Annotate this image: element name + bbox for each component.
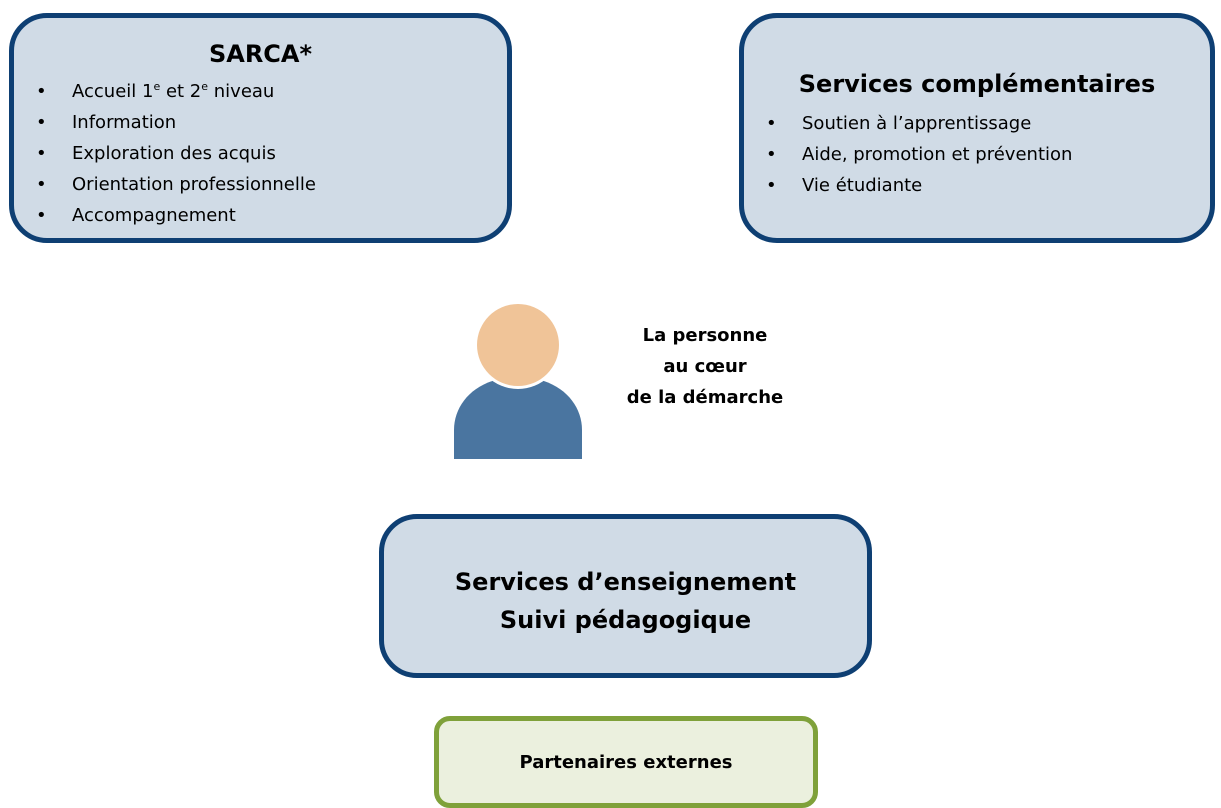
services-complementaires-box: Services complémentaires • Soutien à l’a… <box>739 13 1215 243</box>
person-body <box>454 377 582 459</box>
partenaires-externes-box: Partenaires externes <box>434 716 818 808</box>
bullet-icon: • <box>766 144 777 165</box>
person-icon <box>454 302 582 459</box>
bullet-icon: • <box>766 113 777 134</box>
person-label-line: La personne <box>642 325 768 346</box>
services-enseignement-line1: Services d’enseignement <box>454 568 797 596</box>
services-complementaires-item: • Vie étudiante <box>766 170 1072 201</box>
sarca-list: • Accueil 1e et 2e niveau • Information … <box>36 76 316 231</box>
services-complementaires-item: • Aide, promotion et prévention <box>766 139 1072 170</box>
person-label-line: de la démarche <box>626 387 784 408</box>
bullet-icon: • <box>36 81 47 102</box>
services-complementaires-list: • Soutien à l’apprentissage • Aide, prom… <box>766 108 1072 201</box>
sarca-box: SARCA* • Accueil 1e et 2e niveau • Infor… <box>9 13 512 243</box>
sarca-item: • Exploration des acquis <box>36 138 316 169</box>
sarca-item: • Accompagnement <box>36 200 316 231</box>
person-label: La personne au cœur de la démarche <box>590 320 820 413</box>
bullet-icon: • <box>36 143 47 164</box>
bullet-icon: • <box>36 174 47 195</box>
sarca-item: • Accueil 1e et 2e niveau <box>36 76 316 107</box>
person-label-line: au cœur <box>663 356 747 377</box>
sarca-item: • Information <box>36 107 316 138</box>
sarca-title: SARCA* <box>208 40 313 68</box>
services-complementaires-item: • Soutien à l’apprentissage <box>766 108 1072 139</box>
partenaires-externes-label: Partenaires externes <box>519 752 733 773</box>
suivi-pedagogique-line: Suivi pédagogique <box>499 606 752 634</box>
bullet-icon: • <box>766 175 777 196</box>
bullet-icon: • <box>36 112 47 133</box>
person-head <box>477 304 559 386</box>
services-complementaires-title: Services complémentaires <box>798 70 1156 98</box>
services-enseignement-box: Services d’enseignement Suivi pédagogiqu… <box>379 514 872 678</box>
sarca-item: • Orientation professionnelle <box>36 169 316 200</box>
services-enseignement-text: Services d’enseignement Suivi pédagogiqu… <box>384 563 867 639</box>
bullet-icon: • <box>36 205 47 226</box>
